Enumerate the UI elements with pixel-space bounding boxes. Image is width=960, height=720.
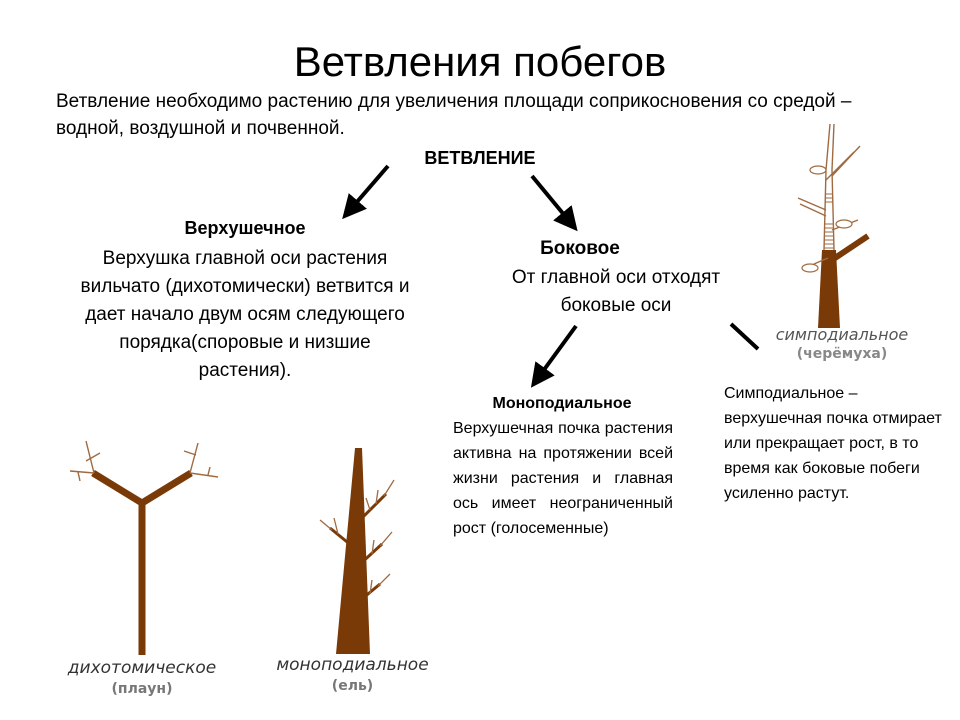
arrow-to-lateral: [530, 174, 578, 232]
monopodial-text: Верхушечная почка растения активна на пр…: [453, 420, 673, 537]
sympodial-sub: (черёмуха): [796, 346, 888, 362]
dichotomous-caption: дихотомическое: [67, 658, 217, 678]
monopodial-caption: моноподиальное: [276, 655, 429, 675]
monopodial-heading: Моноподиальное: [492, 395, 632, 412]
apical-text: Верхушка главной оси растения вильчато (…: [80, 248, 410, 381]
page-title: Ветвления побегов: [293, 38, 667, 85]
lateral-text: От главной оси отходят боковые оси: [511, 267, 721, 316]
arrow-to-sympodial: [729, 322, 760, 351]
dichotomous-sub: (плаун): [111, 681, 173, 697]
arrow-to-monopodial: [530, 324, 578, 388]
sympodial-text: Симподиальное – верхушечная почка отмира…: [724, 385, 942, 502]
lateral-heading: Боковое: [540, 238, 620, 259]
intro-text: Ветвление необходимо растению для увелич…: [56, 91, 852, 139]
monopodial-tree-figure: [319, 448, 395, 654]
sympodial-tree-figure: [797, 123, 870, 328]
apical-heading: Верхушечное: [184, 218, 306, 238]
monopodial-sub: (ель): [331, 678, 374, 694]
dichotomous-tree-figure: [69, 440, 219, 655]
root-label: ВЕТВЛЕНИЕ: [424, 148, 536, 168]
arrow-to-apical: [342, 164, 390, 220]
sympodial-caption: симподиальное: [775, 325, 909, 344]
